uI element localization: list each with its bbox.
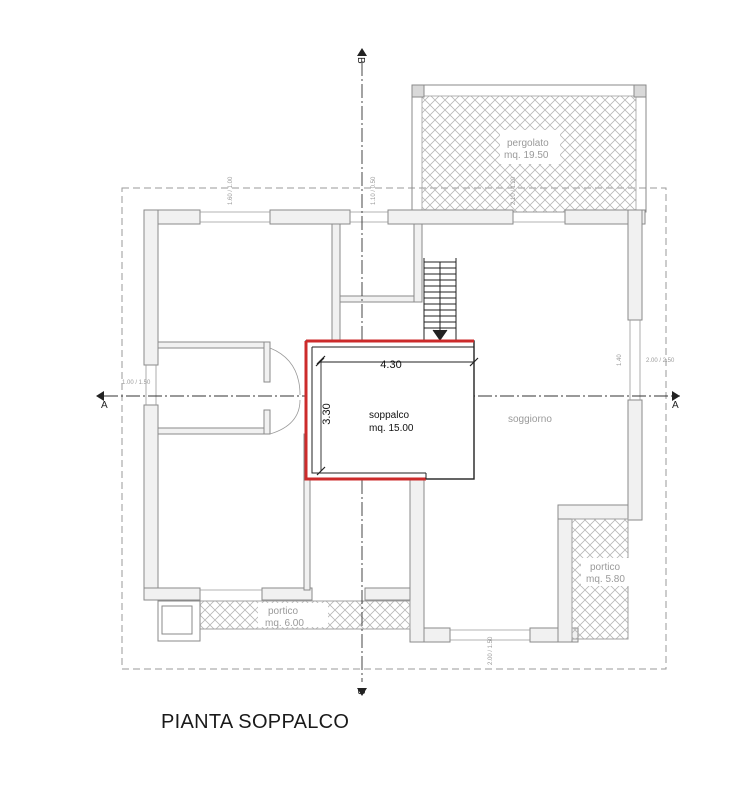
walls <box>143 209 646 643</box>
plan-title: PIANTA SOPPALCO <box>161 711 350 733</box>
window-dim-top-right: 2.10 / 1.20 <box>511 176 517 205</box>
pergolato-name: pergolato <box>507 138 549 149</box>
staircase <box>423 258 457 341</box>
window-dim-right: 2.00 / 2.50 <box>646 358 675 364</box>
section-b-bottom: B <box>355 688 366 695</box>
portico-bottom-name: portico <box>268 606 298 617</box>
soppalco-area: mq. 15.00 <box>369 423 414 434</box>
section-b-top: B <box>355 57 366 64</box>
window-dim-top-mid: 1.10 / 0.50 <box>371 176 377 205</box>
section-arrows <box>96 48 680 696</box>
portico-right-area: mq. 5.80 <box>586 574 625 585</box>
section-a-left: A <box>101 400 108 411</box>
portico-bottom-area: mq. 6.00 <box>265 618 304 629</box>
mezzanine <box>304 339 479 481</box>
pergolato-area <box>411 84 647 213</box>
window-dim-right-small: 1.40 <box>617 354 623 366</box>
roof-outline <box>121 187 667 670</box>
portico-right-name: portico <box>590 562 620 573</box>
window-dim-left: 1.00 / 1.50 <box>122 380 151 386</box>
pergolato-area: mq. 19.50 <box>504 150 549 161</box>
window-dim-bottom: 2.00 / 1.50 <box>488 636 494 665</box>
section-a-right: A <box>672 400 679 411</box>
mezzanine-depth-label: 3.30 <box>321 403 333 424</box>
window-marks <box>145 211 641 641</box>
portico-bottom <box>157 600 411 642</box>
window-dim-top-left: 1.60 / 1.00 <box>228 176 234 205</box>
soppalco-name: soppalco <box>369 410 409 421</box>
soggiorno-name: soggiorno <box>508 414 552 425</box>
portico-right <box>571 518 629 640</box>
mezzanine-width-label: 4.30 <box>380 359 401 371</box>
